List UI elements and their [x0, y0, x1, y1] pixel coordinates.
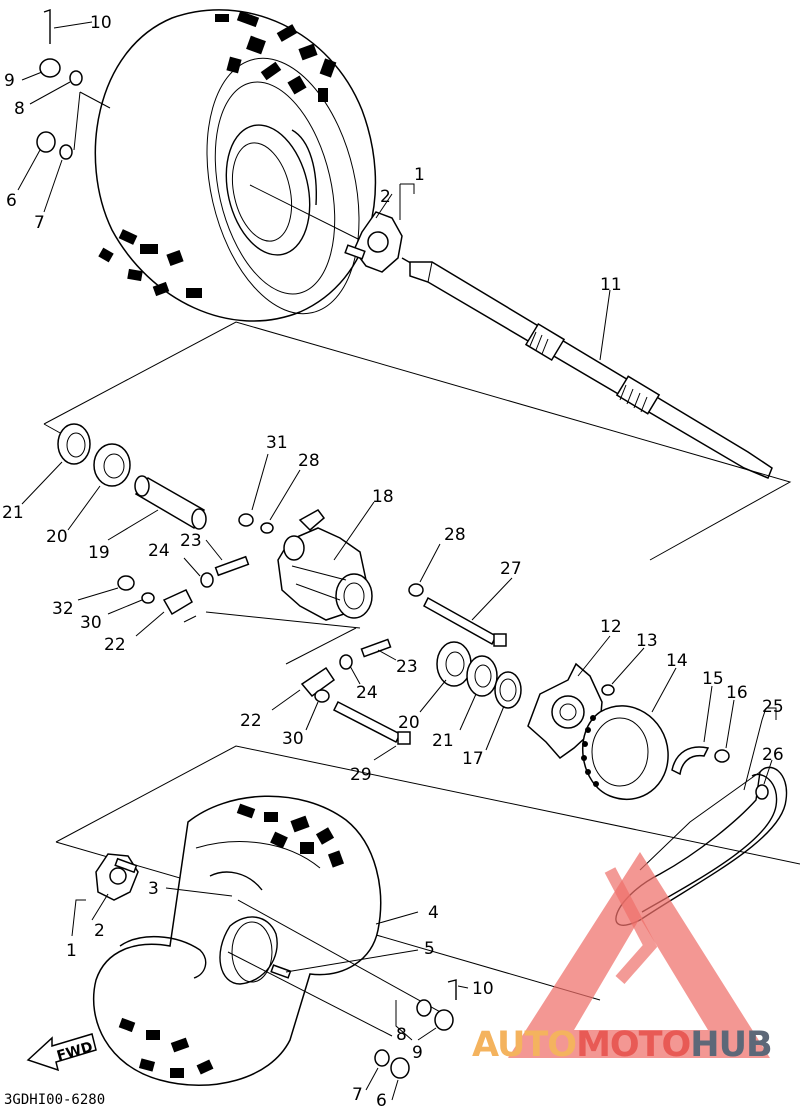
washer-8-upper	[69, 70, 83, 86]
seal-17	[494, 671, 522, 709]
bearing-20-right	[436, 641, 472, 687]
callout-1-upper: 1	[414, 165, 425, 185]
callout-15: 15	[702, 669, 724, 689]
washer-7-upper	[59, 144, 73, 160]
washer-30-upper	[141, 592, 155, 604]
callout-11: 11	[600, 275, 622, 295]
bolt-23-upper	[214, 555, 250, 577]
callout-23-lower: 23	[396, 657, 418, 677]
adjuster-22-lower	[300, 666, 336, 698]
watermark-part-hub: HUB	[690, 1025, 772, 1065]
washer-7-lower	[374, 1049, 390, 1067]
callout-12: 12	[600, 617, 622, 637]
callout-17: 17	[462, 749, 484, 769]
callout-29: 29	[350, 765, 372, 785]
master-link-26	[755, 784, 769, 800]
diagram-code: 3GDHI00-6280	[4, 1092, 105, 1108]
bearing-21-left	[57, 423, 91, 465]
callout-30-upper: 30	[80, 613, 102, 633]
bolt-23-lower	[360, 638, 392, 658]
callout-31: 31	[266, 433, 288, 453]
watermark-part-moto: MOTO	[576, 1025, 691, 1065]
watermark-logo-icon	[508, 852, 770, 1058]
callout-20-right: 20	[398, 713, 420, 733]
callout-3: 3	[148, 879, 159, 899]
lock-washer-15	[671, 746, 710, 776]
upper-wheel	[94, 9, 377, 322]
nut-9-upper	[39, 58, 61, 78]
leader-lines	[17, 21, 777, 1101]
nut-32	[117, 575, 135, 591]
callout-21-right: 21	[432, 731, 454, 751]
fwd-arrow: FWD	[26, 1033, 97, 1072]
nut-16	[714, 749, 730, 763]
pin-13	[601, 684, 615, 696]
callout-24-lower: 24	[356, 683, 378, 703]
callout-numbers: 10 9 8 6 7 2 1 11 21 20 19 31 28 18 23 2…	[2, 13, 784, 1108]
callout-5: 5	[424, 939, 435, 959]
callout-4: 4	[428, 903, 439, 923]
callout-27: 27	[500, 559, 522, 579]
nut-9-lower	[434, 1009, 454, 1031]
callout-14: 14	[666, 651, 688, 671]
stud-5	[270, 964, 292, 979]
washer-28-right	[408, 583, 424, 597]
callout-26: 26	[762, 745, 784, 765]
adjuster-22-upper	[162, 589, 193, 616]
lower-wheel	[92, 795, 382, 1086]
callout-7-lower: 7	[352, 1085, 363, 1105]
nut-24-lower	[339, 654, 353, 670]
callout-6-lower: 6	[376, 1091, 387, 1108]
callout-1-lower: 1	[66, 941, 77, 961]
nut-24-upper	[200, 572, 214, 588]
callout-25: 25	[762, 697, 784, 717]
bolt-29	[332, 700, 411, 745]
lower-hub	[95, 853, 139, 901]
bearing-21-right	[466, 655, 498, 697]
washer-28-left	[260, 522, 274, 534]
callout-23-upper: 23	[180, 531, 202, 551]
callout-21-left: 21	[2, 503, 24, 523]
callout-10-upper: 10	[90, 13, 112, 33]
nut-6-upper	[36, 131, 56, 153]
callout-28-left: 28	[298, 451, 320, 471]
callout-9-lower: 9	[412, 1043, 423, 1063]
callout-16: 16	[726, 683, 748, 703]
callout-30-lower: 30	[282, 729, 304, 749]
washer-30-lower	[314, 689, 330, 703]
nut-6-lower	[390, 1057, 410, 1079]
sleeve-19	[134, 475, 207, 530]
upper-hub	[344, 211, 417, 273]
washer-8-lower	[416, 999, 432, 1017]
callout-24-upper: 24	[148, 541, 170, 561]
callout-19: 19	[88, 543, 110, 563]
watermark-brand: AUTOMOTOHUB	[472, 1025, 773, 1065]
rear-axle	[409, 261, 773, 479]
cotter-pin-10-upper	[43, 9, 51, 44]
callout-6-upper: 6	[6, 191, 17, 211]
callout-13: 13	[636, 631, 658, 651]
callout-28-right: 28	[444, 525, 466, 545]
cotter-pin-10-lower	[447, 979, 457, 1000]
bracket-18	[277, 509, 373, 621]
callout-7-upper: 7	[34, 213, 45, 233]
callout-8-upper: 8	[14, 99, 25, 119]
watermark-part-auto: AUTO	[472, 1025, 577, 1065]
bolt-27	[423, 596, 507, 647]
callout-20-left: 20	[46, 527, 68, 547]
callout-18: 18	[372, 487, 394, 507]
callout-2-lower: 2	[94, 921, 105, 941]
bearing-20-left	[93, 443, 131, 487]
callout-10-lower: 10	[472, 979, 494, 999]
callout-22-upper: 22	[104, 635, 126, 655]
callout-9-upper: 9	[4, 71, 15, 91]
nut-31	[238, 513, 254, 527]
callout-22-lower: 22	[240, 711, 262, 731]
sprocket-hub-12	[527, 662, 603, 760]
sprocket-14	[581, 705, 669, 801]
callout-8-lower: 8	[396, 1025, 407, 1045]
callout-32: 32	[52, 599, 74, 619]
callout-2-upper: 2	[380, 187, 391, 207]
